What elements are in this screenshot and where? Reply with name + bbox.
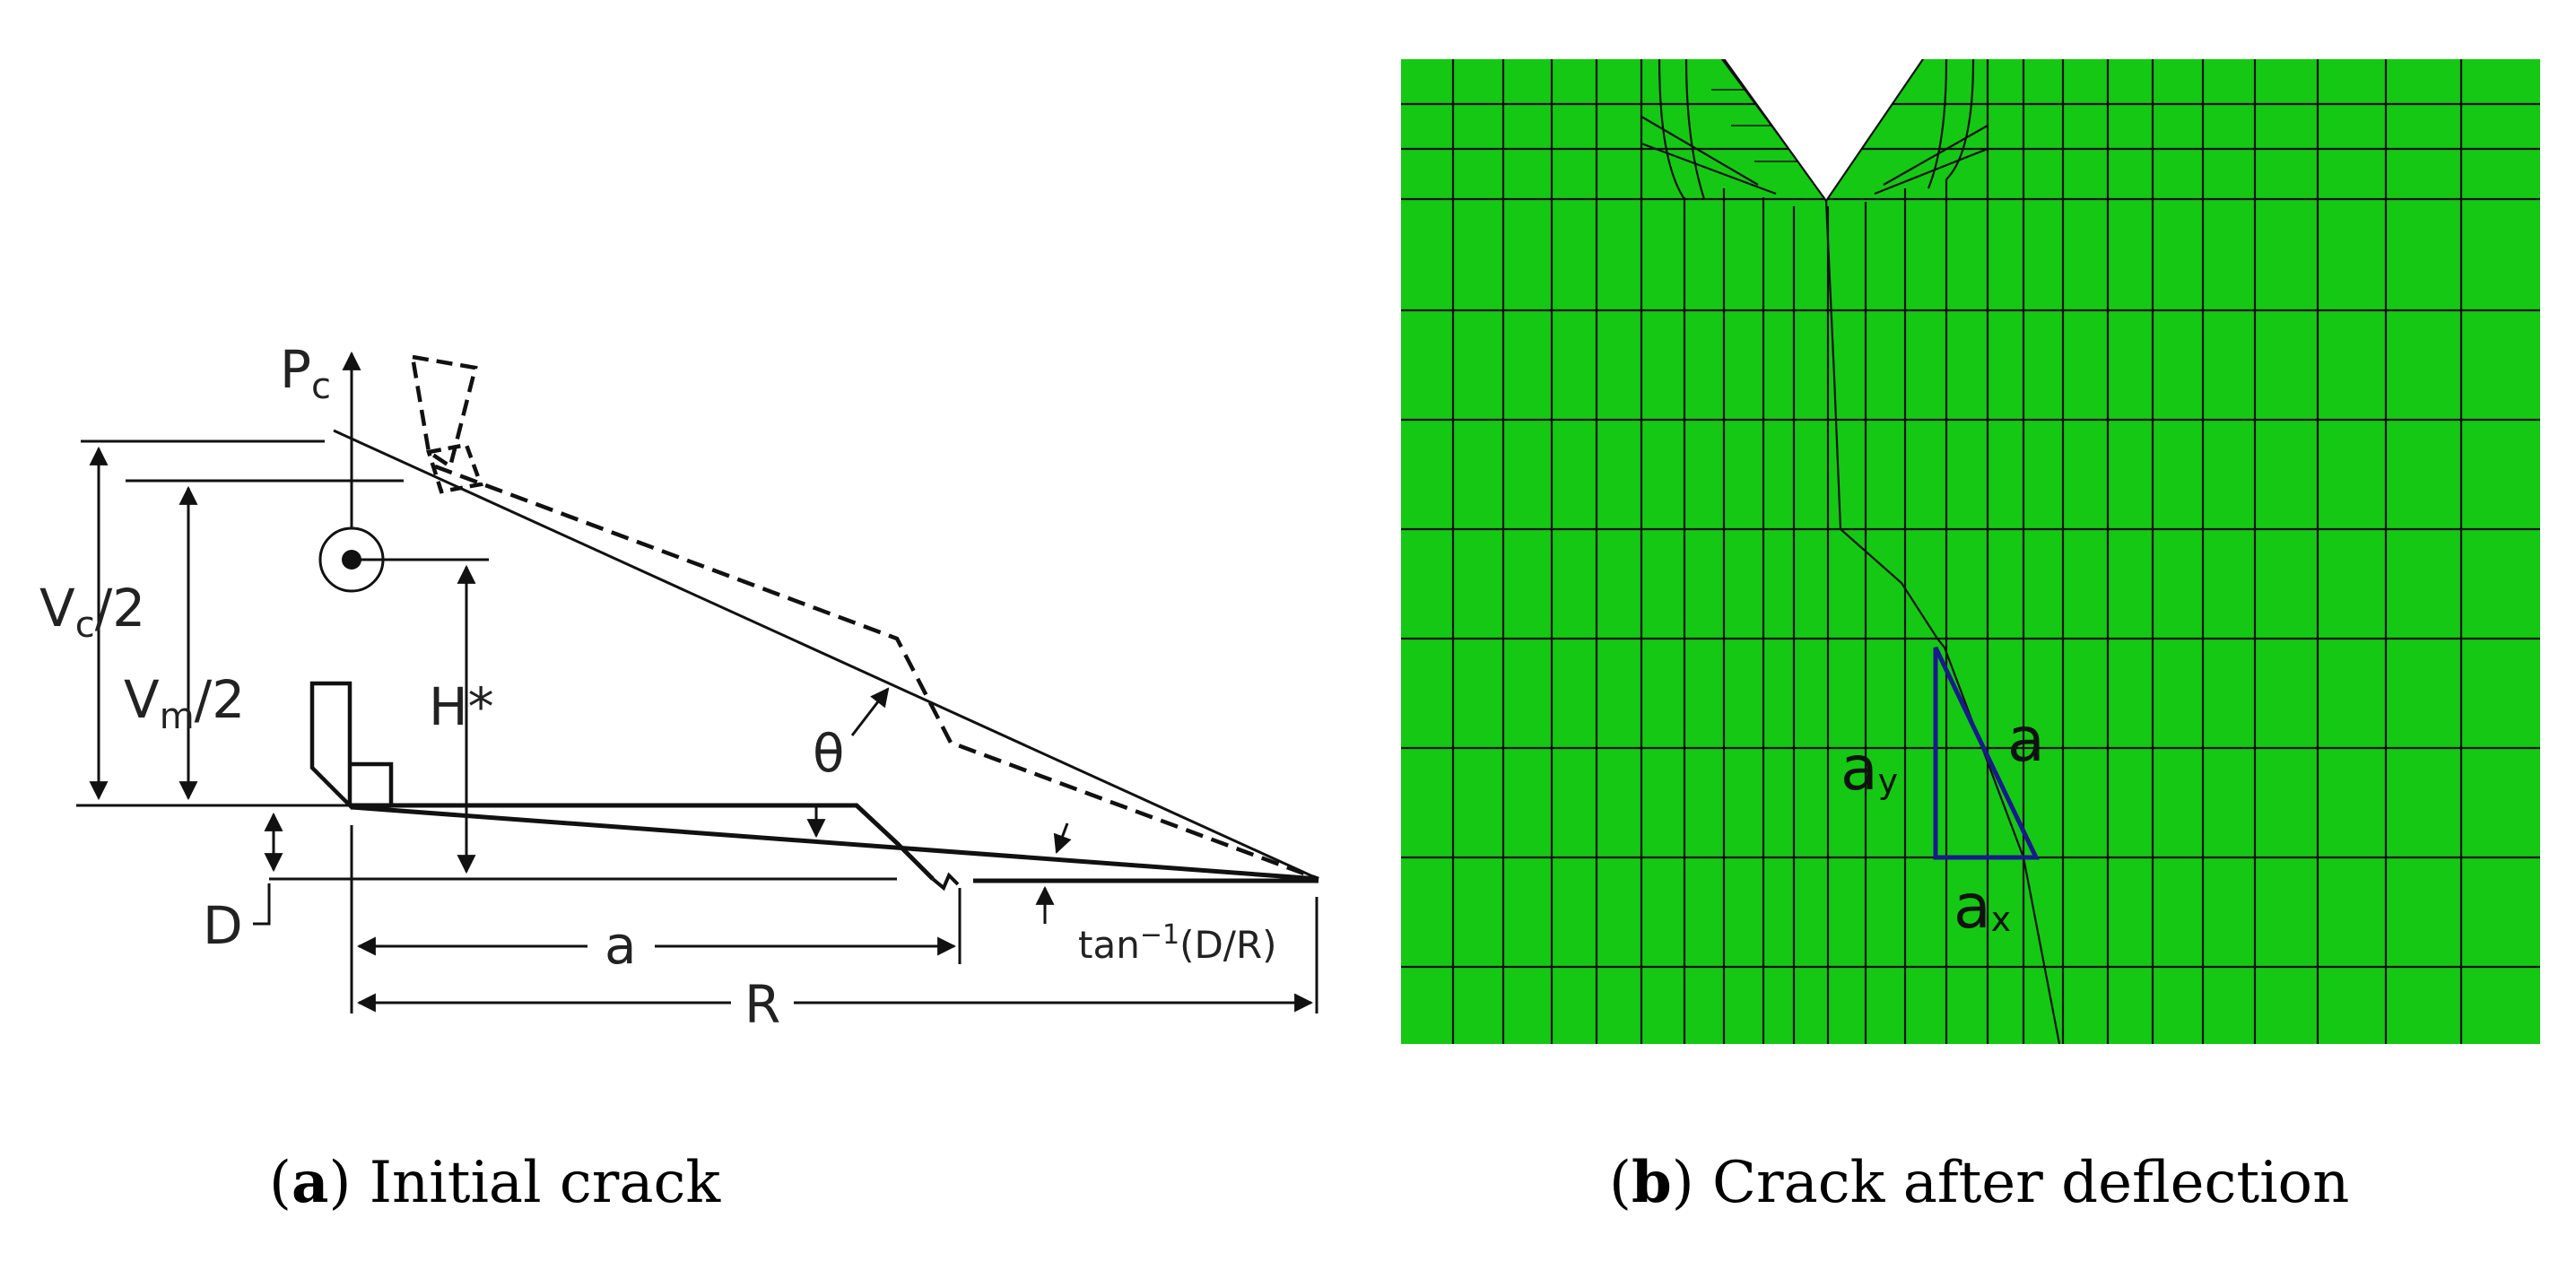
d-leader xyxy=(253,883,271,926)
ay-label: ay xyxy=(1841,734,1898,805)
panel-a-schematic xyxy=(76,351,1319,1013)
h-star-label: H* xyxy=(429,676,494,737)
mesh-grid-lines xyxy=(1401,59,2540,1044)
vc-label: Vc/2 xyxy=(39,578,145,646)
upper-arm-line xyxy=(333,429,1319,881)
a-hypotenuse-label: a xyxy=(2007,705,2045,776)
deflected-arm-dashed xyxy=(434,464,1319,882)
tan-label: tan−1(D/R) xyxy=(1078,919,1277,967)
pc-label: Pc xyxy=(280,339,331,407)
vm-label: Vm/2 xyxy=(124,669,245,737)
a-dim-label: a xyxy=(605,915,637,976)
lower-arm-line xyxy=(350,803,935,881)
dashed-gauge-upper xyxy=(410,354,478,470)
d-label: D xyxy=(203,895,243,956)
panel-b-labels: a ay ax xyxy=(1841,705,2045,943)
knife-edge-step xyxy=(350,761,394,805)
panel-b-mesh xyxy=(1401,59,2540,1044)
crack-break-mark xyxy=(931,872,960,892)
theta-label: θ xyxy=(813,723,845,784)
angle-arrow-top xyxy=(1053,822,1072,854)
knife-edge-upper xyxy=(309,681,352,811)
load-pin-center xyxy=(342,550,361,570)
caption-b: (b) Crack after deflection xyxy=(1609,1149,2349,1216)
panel-a-labels: Pc Vc/2 Vm/2 H* θ D a R tan−1(D/R) xyxy=(39,339,1277,1035)
deflected-crack-path xyxy=(1824,200,2061,1044)
r-dim-label: R xyxy=(744,974,780,1035)
theta-arrow-upper xyxy=(850,687,890,736)
caption-a: (a) Initial crack xyxy=(269,1149,721,1216)
dashed-gauge-lower xyxy=(426,442,484,494)
mesh-background xyxy=(1401,59,2540,1044)
v-notch-opening xyxy=(1722,59,1925,203)
crack-component-triangle xyxy=(1933,646,2040,860)
ax-label: ax xyxy=(1954,872,2011,943)
lower-arm-sloped xyxy=(351,805,1319,882)
